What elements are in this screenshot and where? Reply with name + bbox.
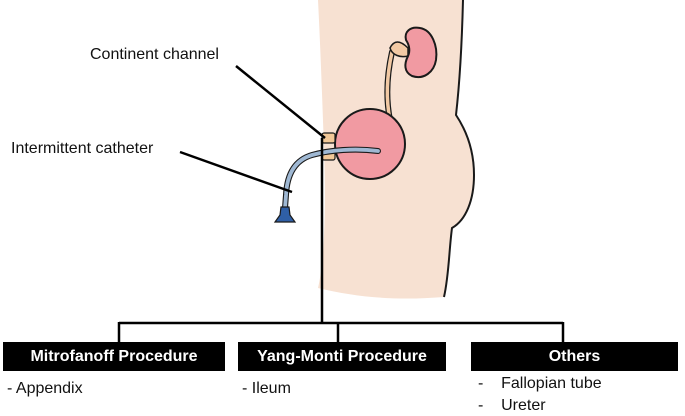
leader-continent-channel bbox=[235, 65, 326, 139]
catheter-tip bbox=[273, 206, 297, 223]
catheter bbox=[283, 147, 380, 210]
procedure-box-yang-monti: Yang-Monti Procedure bbox=[238, 342, 446, 371]
kidney bbox=[404, 26, 438, 78]
reservoir bbox=[334, 108, 406, 180]
procedure-item-ureter: - Ureter bbox=[478, 397, 546, 414]
label-intermittent-catheter: Intermittent catheter bbox=[11, 140, 154, 157]
renal-pelvis bbox=[389, 41, 409, 58]
procedure-item-ileum: - Ileum bbox=[242, 380, 291, 397]
body-back-outline bbox=[443, 0, 476, 298]
procedure-item-appendix: - Appendix bbox=[7, 380, 83, 397]
leader-intermittent-catheter bbox=[179, 150, 293, 194]
label-continent-channel: Continent channel bbox=[90, 46, 219, 63]
procedure-box-mitrofanoff: Mitrofanoff Procedure bbox=[3, 342, 225, 371]
procedure-item-fallopian-tube: - Fallopian tube bbox=[478, 375, 602, 392]
procedure-box-others: Others bbox=[471, 342, 678, 371]
